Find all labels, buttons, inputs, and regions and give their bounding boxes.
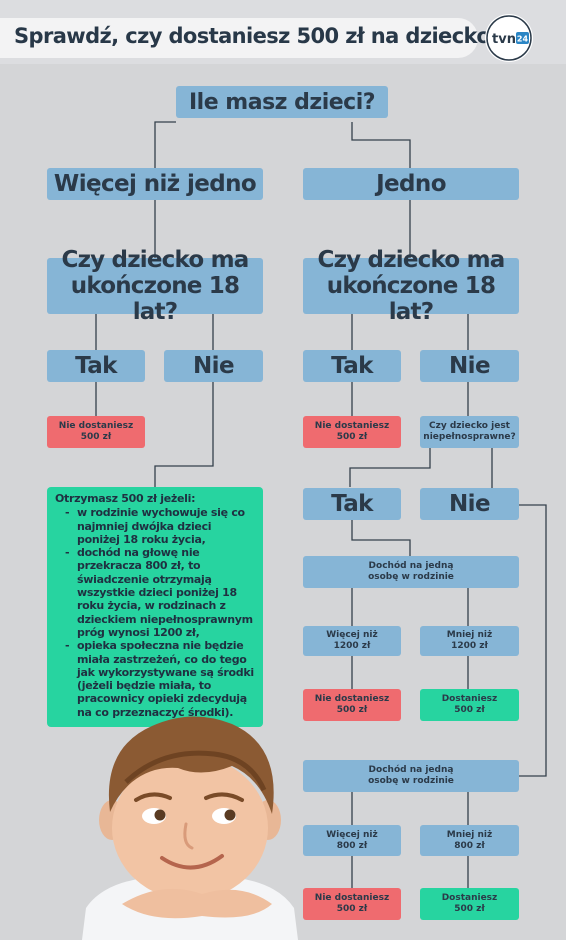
result-800-granted-line2: 500 zł: [454, 904, 485, 914]
question-disabled-line2: niepełnosprawne?: [423, 432, 516, 442]
right-result-denied: Nie dostaniesz 500 zł: [303, 416, 401, 448]
condition-item-social-care: opieka społeczna nie będzie miała zastrz…: [55, 639, 255, 719]
question-disabled-line1: Czy dziecko jest: [429, 421, 510, 431]
disabled-answer-yes: Tak: [303, 488, 401, 520]
left-answer-no: Nie: [164, 350, 263, 382]
logo-badge: 24: [517, 35, 529, 44]
income-less-800-line2: 800 zł: [454, 840, 485, 851]
answer-one: Jedno: [303, 168, 519, 200]
result-800-denied-line2: 500 zł: [336, 904, 368, 914]
income-less-1200-line1: Mniej niż: [446, 630, 493, 640]
question-income-disabled-line2: osobę w rodzinie: [368, 572, 454, 582]
logo-text: tvn: [492, 32, 516, 47]
income-more-1200-line1: Więcej niż: [326, 630, 378, 640]
left-answer-yes: Tak: [47, 350, 145, 382]
income-less-1200: Mniej niż 1200 zł: [420, 626, 519, 656]
right-answer-no: Nie: [420, 350, 519, 382]
question-income-standard-line1: Dochód na jedną: [368, 765, 454, 775]
answer-more-than-one: Więcej niż jedno: [47, 168, 263, 200]
condition-item-income: dochód na głowę nie przekracza 800 zł, t…: [55, 546, 255, 639]
condition-item-siblings: w rodzinie wychowuje się co najmniej dwó…: [55, 506, 255, 546]
right-result-denied-line2: 500 zł: [336, 432, 368, 442]
boy-illustration: [82, 716, 298, 940]
income-more-1200: Więcej niż 1200 zł: [303, 626, 401, 656]
right-answer-yes: Tak: [303, 350, 401, 382]
question-age-left-line1: Czy dziecko ma: [61, 247, 249, 273]
income-more-800: Więcej niż 800 zł: [303, 825, 401, 856]
result-1200-granted-line1: Dostaniesz: [441, 694, 498, 704]
result-1200-granted-line2: 500 zł: [454, 705, 485, 715]
disabled-answer-no: Nie: [420, 488, 519, 520]
income-less-800-line1: Mniej niż: [446, 829, 493, 840]
question-income-standard-line2: osobę w rodzinie: [368, 776, 454, 786]
question-income-standard: Dochód na jedną osobę w rodzinie: [303, 760, 519, 792]
result-800-denied: Nie dostaniesz 500 zł: [303, 888, 401, 920]
question-age-right-line1: Czy dziecko ma: [317, 247, 505, 273]
right-result-denied-line1: Nie dostaniesz: [314, 421, 390, 431]
result-800-granted-line1: Dostaniesz: [441, 893, 498, 903]
left-result-denied-line1: Nie dostaniesz: [58, 421, 134, 431]
page-title: Sprawdź, czy dostaniesz 500 zł na dzieck…: [14, 24, 502, 48]
result-800-granted: Dostaniesz 500 zł: [420, 888, 519, 920]
tvn24-logo: tvn 24: [485, 14, 533, 62]
income-more-800-line1: Więcej niż: [326, 829, 378, 840]
title-bar: [0, 18, 478, 58]
result-1200-denied: Nie dostaniesz 500 zł: [303, 689, 401, 721]
income-more-800-line2: 800 zł: [336, 840, 368, 851]
result-1200-granted: Dostaniesz 500 zł: [420, 689, 519, 721]
conditions-box: Otrzymasz 500 zł jeżeli: w rodzinie wych…: [47, 487, 263, 727]
conditions-list: w rodzinie wychowuje się co najmniej dwó…: [55, 506, 255, 719]
income-less-800: Mniej niż 800 zł: [420, 825, 519, 856]
result-1200-denied-line1: Nie dostaniesz: [314, 694, 390, 704]
left-result-denied: Nie dostaniesz 500 zł: [47, 416, 145, 448]
question-age-right-line2: ukończone 18 lat?: [326, 273, 496, 325]
income-less-1200-line2: 1200 zł: [451, 641, 488, 651]
result-800-denied-line1: Nie dostaniesz: [314, 893, 390, 903]
question-age-left: Czy dziecko ma ukończone 18 lat?: [47, 247, 263, 325]
question-disabled: Czy dziecko jest niepełnosprawne?: [420, 416, 519, 448]
result-1200-denied-line2: 500 zł: [336, 705, 368, 715]
income-more-1200-line2: 1200 zł: [333, 641, 371, 651]
question-income-disabled-line1: Dochód na jedną: [368, 561, 454, 571]
left-result-denied-line2: 500 zł: [80, 432, 112, 442]
question-age-left-line2: ukończone 18 lat?: [70, 273, 240, 325]
conditions-heading: Otrzymasz 500 zł jeżeli:: [55, 492, 196, 505]
question-income-disabled: Dochód na jedną osobę w rodzinie: [303, 556, 519, 588]
question-children-count: Ile masz dzieci?: [176, 86, 388, 118]
question-age-right: Czy dziecko ma ukończone 18 lat?: [303, 247, 519, 325]
